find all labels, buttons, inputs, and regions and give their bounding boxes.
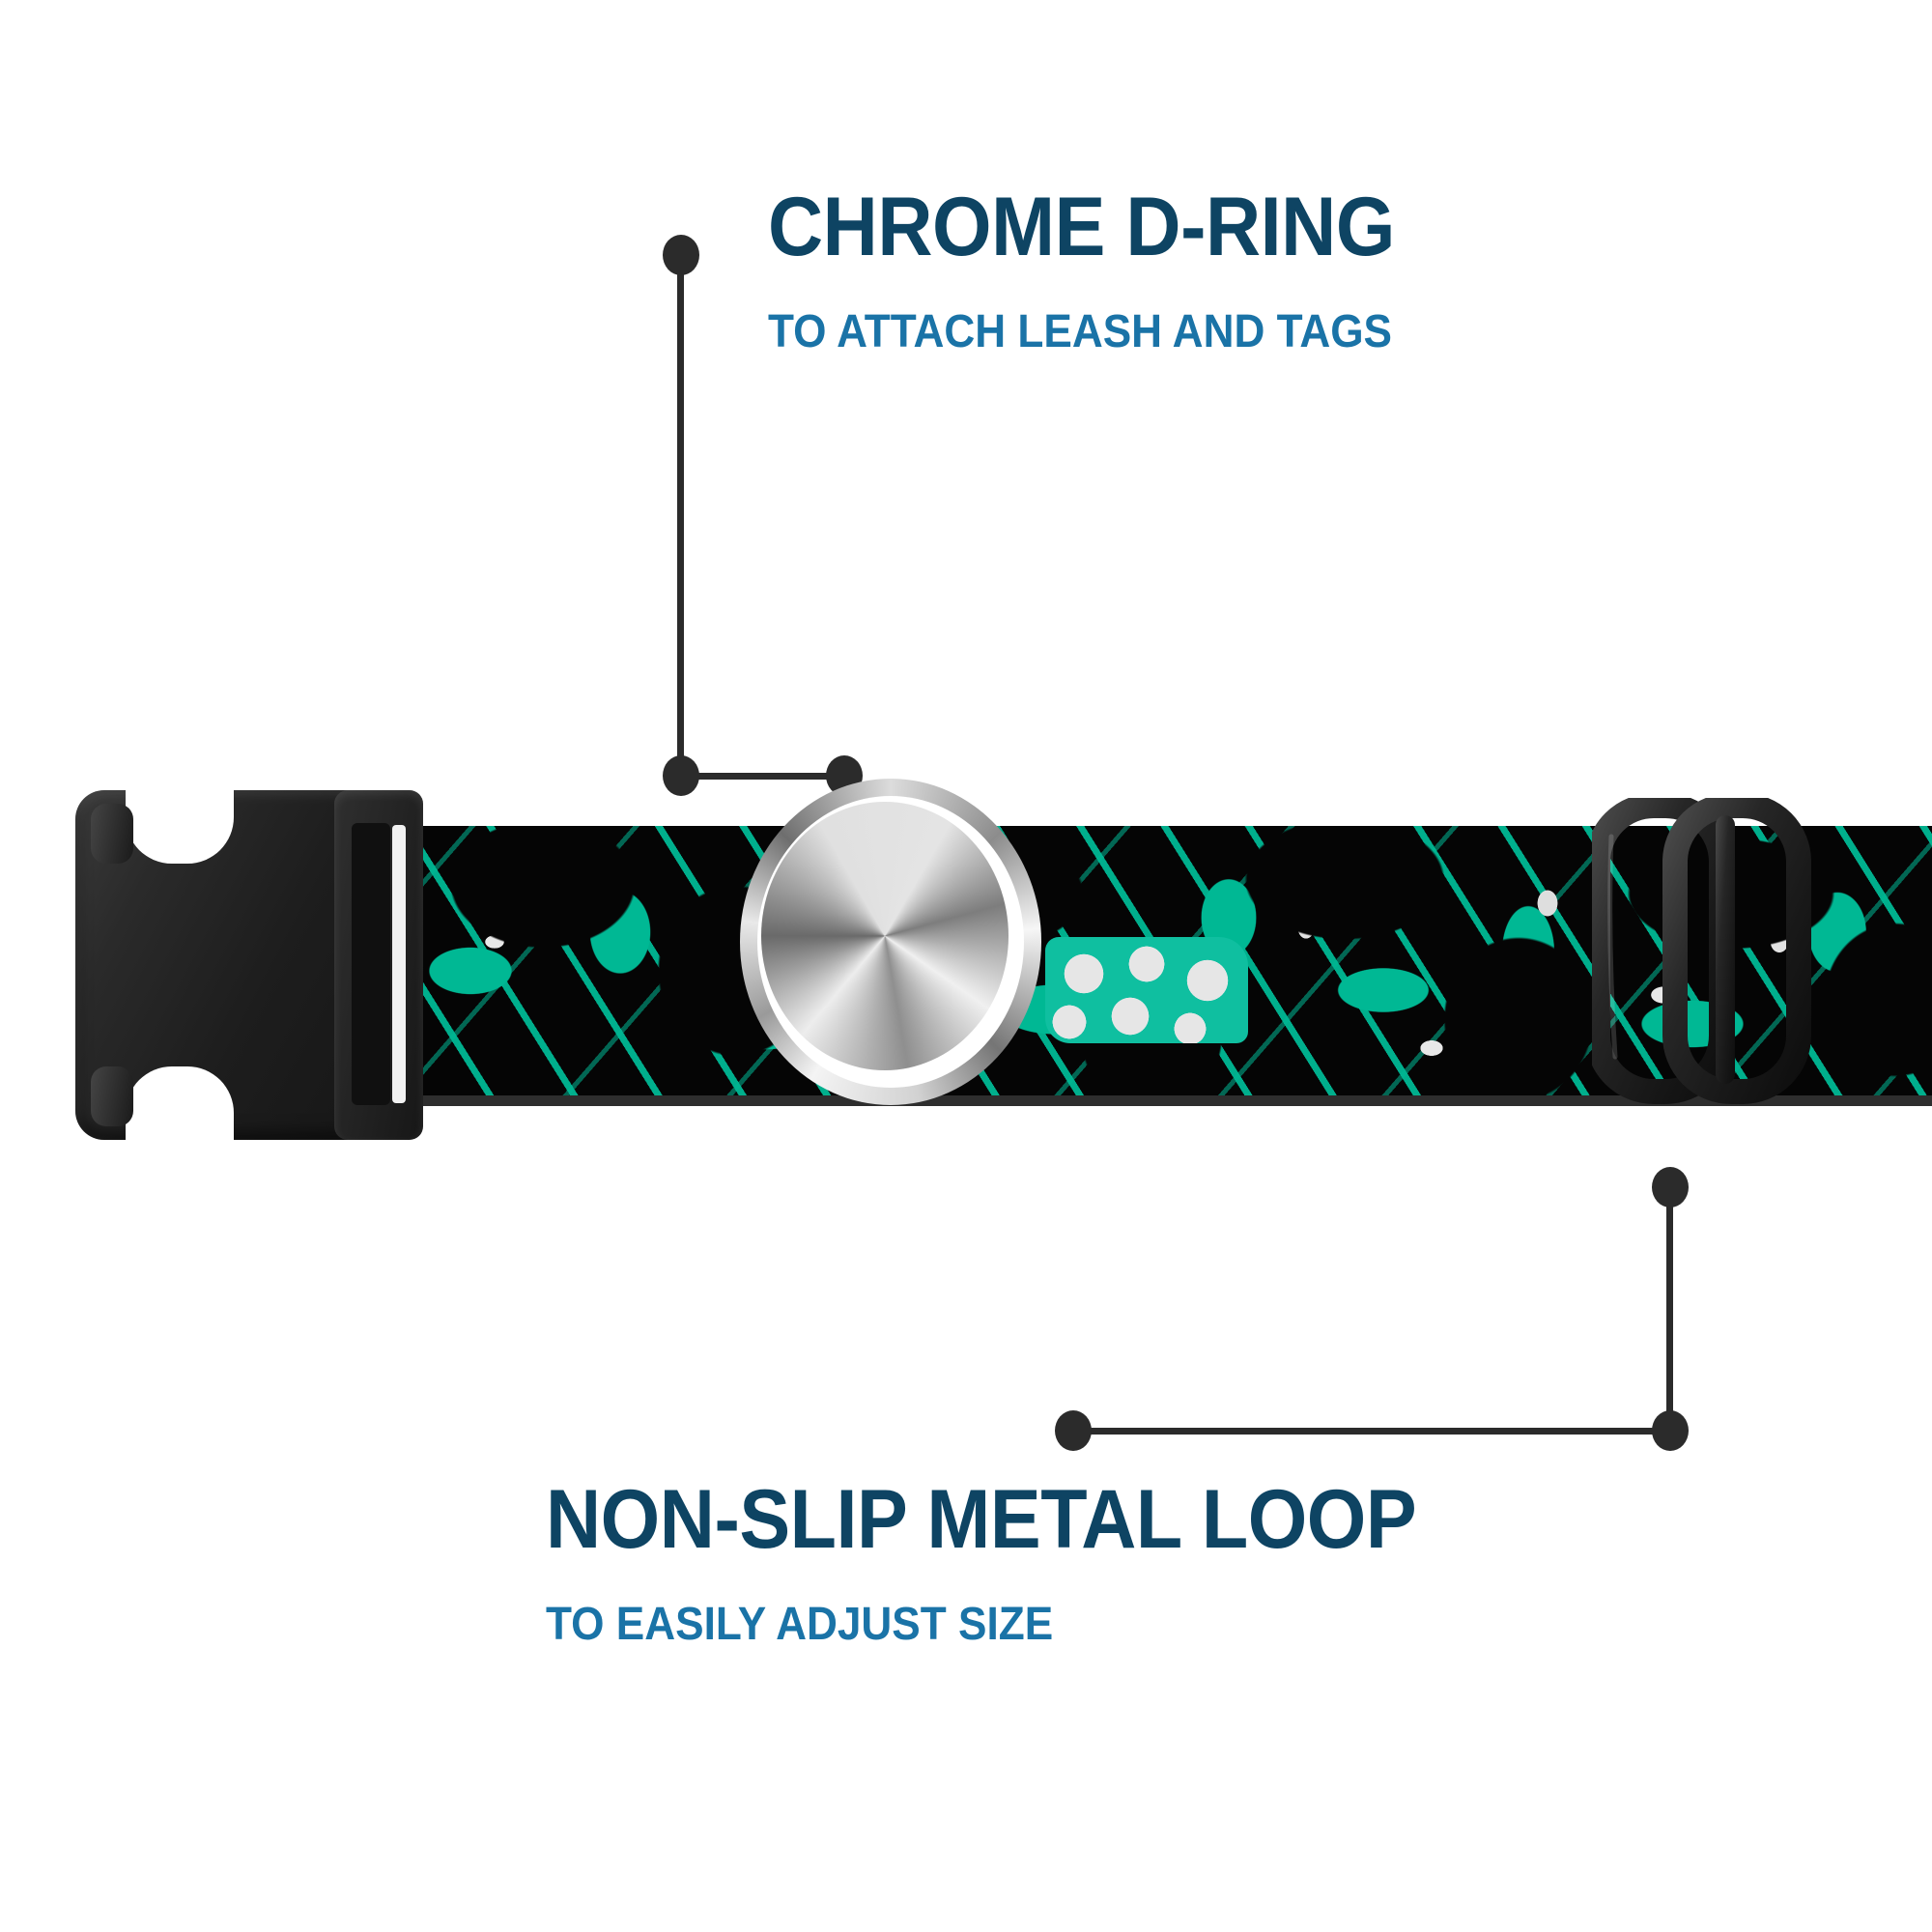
slider-right-barrel xyxy=(1662,798,1811,1104)
leader-dot-end-d-ring xyxy=(826,755,863,796)
slider-centre-bar xyxy=(1716,815,1735,1084)
callout-title-non-slip-metal-loop: NON-SLIP METAL LOOP xyxy=(546,1473,1417,1566)
strap-polka-dot-patch xyxy=(1045,937,1248,1043)
callout-subtitle-non-slip-metal-loop: TO EASILY ADJUST SIZE xyxy=(546,1599,1054,1650)
slider-highlight xyxy=(1607,834,1618,1060)
chrome-d-ring[interactable] xyxy=(740,779,1024,1088)
non-slip-metal-loop[interactable] xyxy=(1592,798,1882,1107)
leader-line-vertical-metal-loop xyxy=(1666,1186,1673,1420)
buckle-lip-top xyxy=(91,804,133,864)
buckle-notch-top xyxy=(126,788,234,864)
leader-line-horizontal-metal-loop xyxy=(1072,1428,1671,1435)
leader-line-vertical-d-ring xyxy=(677,253,684,775)
callout-title-chrome-d-ring: CHROME D-RING xyxy=(768,181,1395,273)
d-ring-inner-loop xyxy=(761,802,1009,1070)
leader-dot-end-metal-loop xyxy=(1055,1410,1092,1451)
side-release-buckle[interactable] xyxy=(75,788,423,1142)
buckle-lip-bottom xyxy=(91,1066,133,1126)
buckle-webbing-slot xyxy=(392,825,406,1103)
buckle-webbing-frame xyxy=(334,790,423,1140)
buckle-notch-bottom xyxy=(126,1066,234,1142)
callout-subtitle-chrome-d-ring: TO ATTACH LEASH AND TAGS xyxy=(768,306,1393,357)
leader-line-horizontal-d-ring xyxy=(680,773,844,780)
